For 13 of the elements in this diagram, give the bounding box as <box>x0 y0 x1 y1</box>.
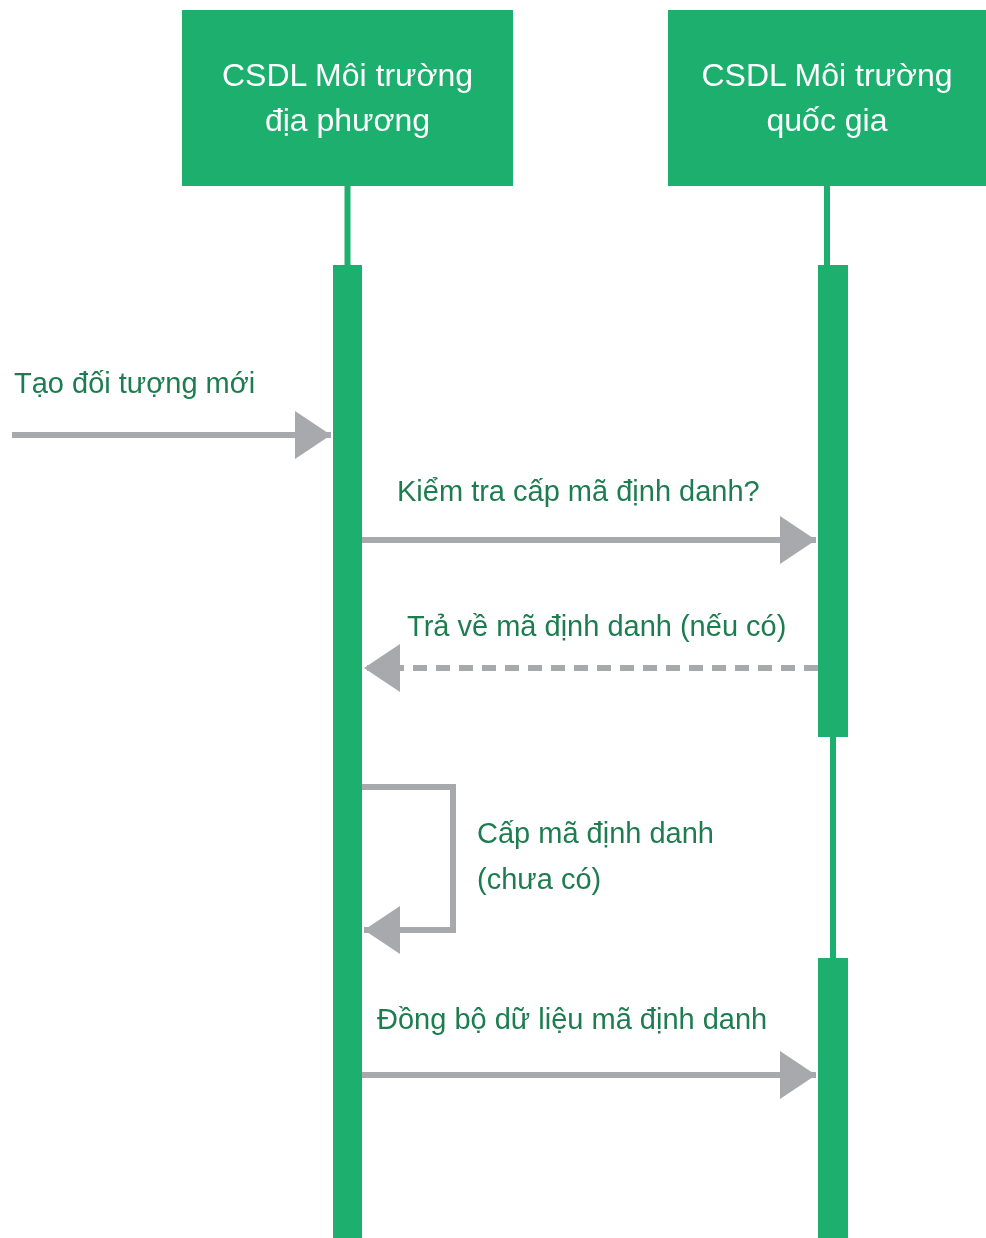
participant-box: CSDL Môi trường quốc gia <box>668 10 986 186</box>
arrow <box>362 1051 816 1099</box>
arrow <box>12 411 331 459</box>
arrow <box>362 516 816 564</box>
arrow <box>364 644 818 692</box>
lifeline <box>830 737 836 958</box>
arrow <box>362 784 456 954</box>
activation-bar <box>818 265 848 737</box>
activation-bar <box>818 958 848 1238</box>
lifeline <box>824 186 830 265</box>
activation-bar <box>333 265 362 1238</box>
participant-box: CSDL Môi trường địa phương <box>182 10 513 186</box>
lifeline <box>344 186 351 265</box>
